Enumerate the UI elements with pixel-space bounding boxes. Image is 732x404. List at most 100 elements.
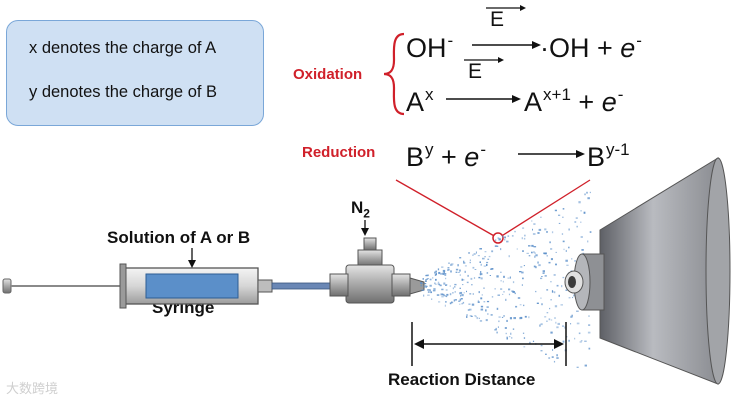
spray-droplet xyxy=(495,239,497,241)
eq-hydroxide-right: ·OH + e- xyxy=(540,31,642,63)
spray-droplet xyxy=(421,282,424,285)
spray-droplet xyxy=(533,246,537,248)
spray-droplet xyxy=(504,238,506,241)
spray-droplet xyxy=(427,291,430,293)
spray-droplet xyxy=(445,289,448,291)
spray-droplet xyxy=(566,336,568,338)
spray-droplet xyxy=(531,244,534,247)
spray-droplet xyxy=(571,314,573,317)
spray-droplet xyxy=(562,240,565,243)
spray-droplet xyxy=(459,269,461,272)
spray-droplet xyxy=(496,307,499,310)
spray-droplet xyxy=(459,298,462,301)
spray-droplet xyxy=(582,252,585,255)
spray-droplet xyxy=(448,269,450,271)
spray-droplet xyxy=(436,273,437,275)
spray-droplet xyxy=(581,253,584,256)
spray-droplet xyxy=(480,277,483,280)
spray-droplet xyxy=(453,299,456,302)
spray-droplet xyxy=(517,297,521,299)
spray-droplet xyxy=(546,289,549,291)
spray-droplet xyxy=(454,283,457,286)
spray-droplet xyxy=(544,316,547,318)
reaction-distance-marker xyxy=(411,322,567,366)
spray-droplet xyxy=(506,240,509,243)
spray-droplet xyxy=(545,353,547,355)
spray-droplet xyxy=(434,282,436,285)
spray-droplet xyxy=(459,287,461,289)
spray-droplet xyxy=(467,274,469,277)
spray-droplet xyxy=(532,340,535,342)
spray-droplet xyxy=(523,265,525,267)
spray-droplet xyxy=(524,234,526,237)
spray-droplet xyxy=(502,280,504,283)
spray-droplet xyxy=(443,295,446,297)
spray-droplet xyxy=(454,286,456,288)
spray-droplet xyxy=(462,301,465,304)
spray-droplet xyxy=(566,264,569,266)
spray-droplet xyxy=(422,278,424,280)
spray-droplet xyxy=(437,268,440,271)
reaction-distance-label: Reaction Distance xyxy=(388,370,536,389)
spray-droplet xyxy=(479,261,481,263)
spray-droplet xyxy=(521,271,524,274)
spray-droplet xyxy=(481,294,483,296)
spray-droplet xyxy=(468,252,470,254)
spray-droplet xyxy=(556,326,559,329)
spray-droplet xyxy=(459,274,461,276)
spray-droplet xyxy=(507,235,510,237)
spray-droplet xyxy=(570,270,573,273)
spray-droplet xyxy=(483,287,485,289)
spray-droplet xyxy=(565,259,568,262)
spray-droplet xyxy=(533,265,536,268)
spray-droplet xyxy=(554,317,556,319)
spray-droplet xyxy=(553,360,556,363)
spray-droplet xyxy=(538,264,541,267)
spray-droplet xyxy=(573,294,575,297)
spray-droplet xyxy=(533,223,536,225)
spray-droplet xyxy=(473,253,476,255)
spray-droplet xyxy=(571,258,573,260)
spray-droplet xyxy=(463,262,466,264)
spray-droplet xyxy=(524,315,527,318)
spray-droplet xyxy=(459,303,461,305)
spray-droplet xyxy=(427,291,430,293)
spray-droplet xyxy=(511,235,514,237)
spray-droplet xyxy=(459,257,462,259)
spray-droplet xyxy=(575,217,578,219)
spray-droplet xyxy=(588,315,590,317)
spray-droplet xyxy=(442,273,444,275)
spray-droplet xyxy=(580,236,583,238)
spray-droplet xyxy=(558,222,561,224)
spray-droplet xyxy=(550,331,553,334)
syringe-label: Syringe xyxy=(152,298,215,317)
spray-droplet xyxy=(546,320,548,322)
n2-pointer-arrow xyxy=(361,220,369,236)
spray-droplet xyxy=(441,296,444,298)
spray-droplet xyxy=(494,288,496,290)
eq2-arrow xyxy=(446,95,521,103)
spray-droplet xyxy=(494,329,497,331)
spray-droplet xyxy=(553,274,556,276)
spray-droplet xyxy=(457,271,460,273)
spray-droplet xyxy=(551,356,554,358)
spray-droplet xyxy=(460,291,463,294)
spray-droplet xyxy=(523,304,525,307)
spray-droplet xyxy=(496,275,499,278)
spray-droplet xyxy=(540,323,543,326)
spray-droplet xyxy=(445,277,447,280)
spray-droplet xyxy=(541,303,543,306)
spray-droplet xyxy=(578,332,581,335)
spray-droplet xyxy=(506,337,508,340)
spray-droplet xyxy=(484,251,487,253)
spray-droplet xyxy=(444,295,447,297)
spray-droplet xyxy=(485,309,487,312)
spray-droplet xyxy=(503,275,505,278)
spray-droplet xyxy=(478,317,480,319)
spray-droplet xyxy=(466,290,467,293)
spray-droplet xyxy=(542,270,545,273)
spray-droplet xyxy=(491,250,494,253)
spray-droplet xyxy=(494,245,498,247)
spray-droplet xyxy=(472,266,475,269)
spray-droplet xyxy=(424,283,427,285)
